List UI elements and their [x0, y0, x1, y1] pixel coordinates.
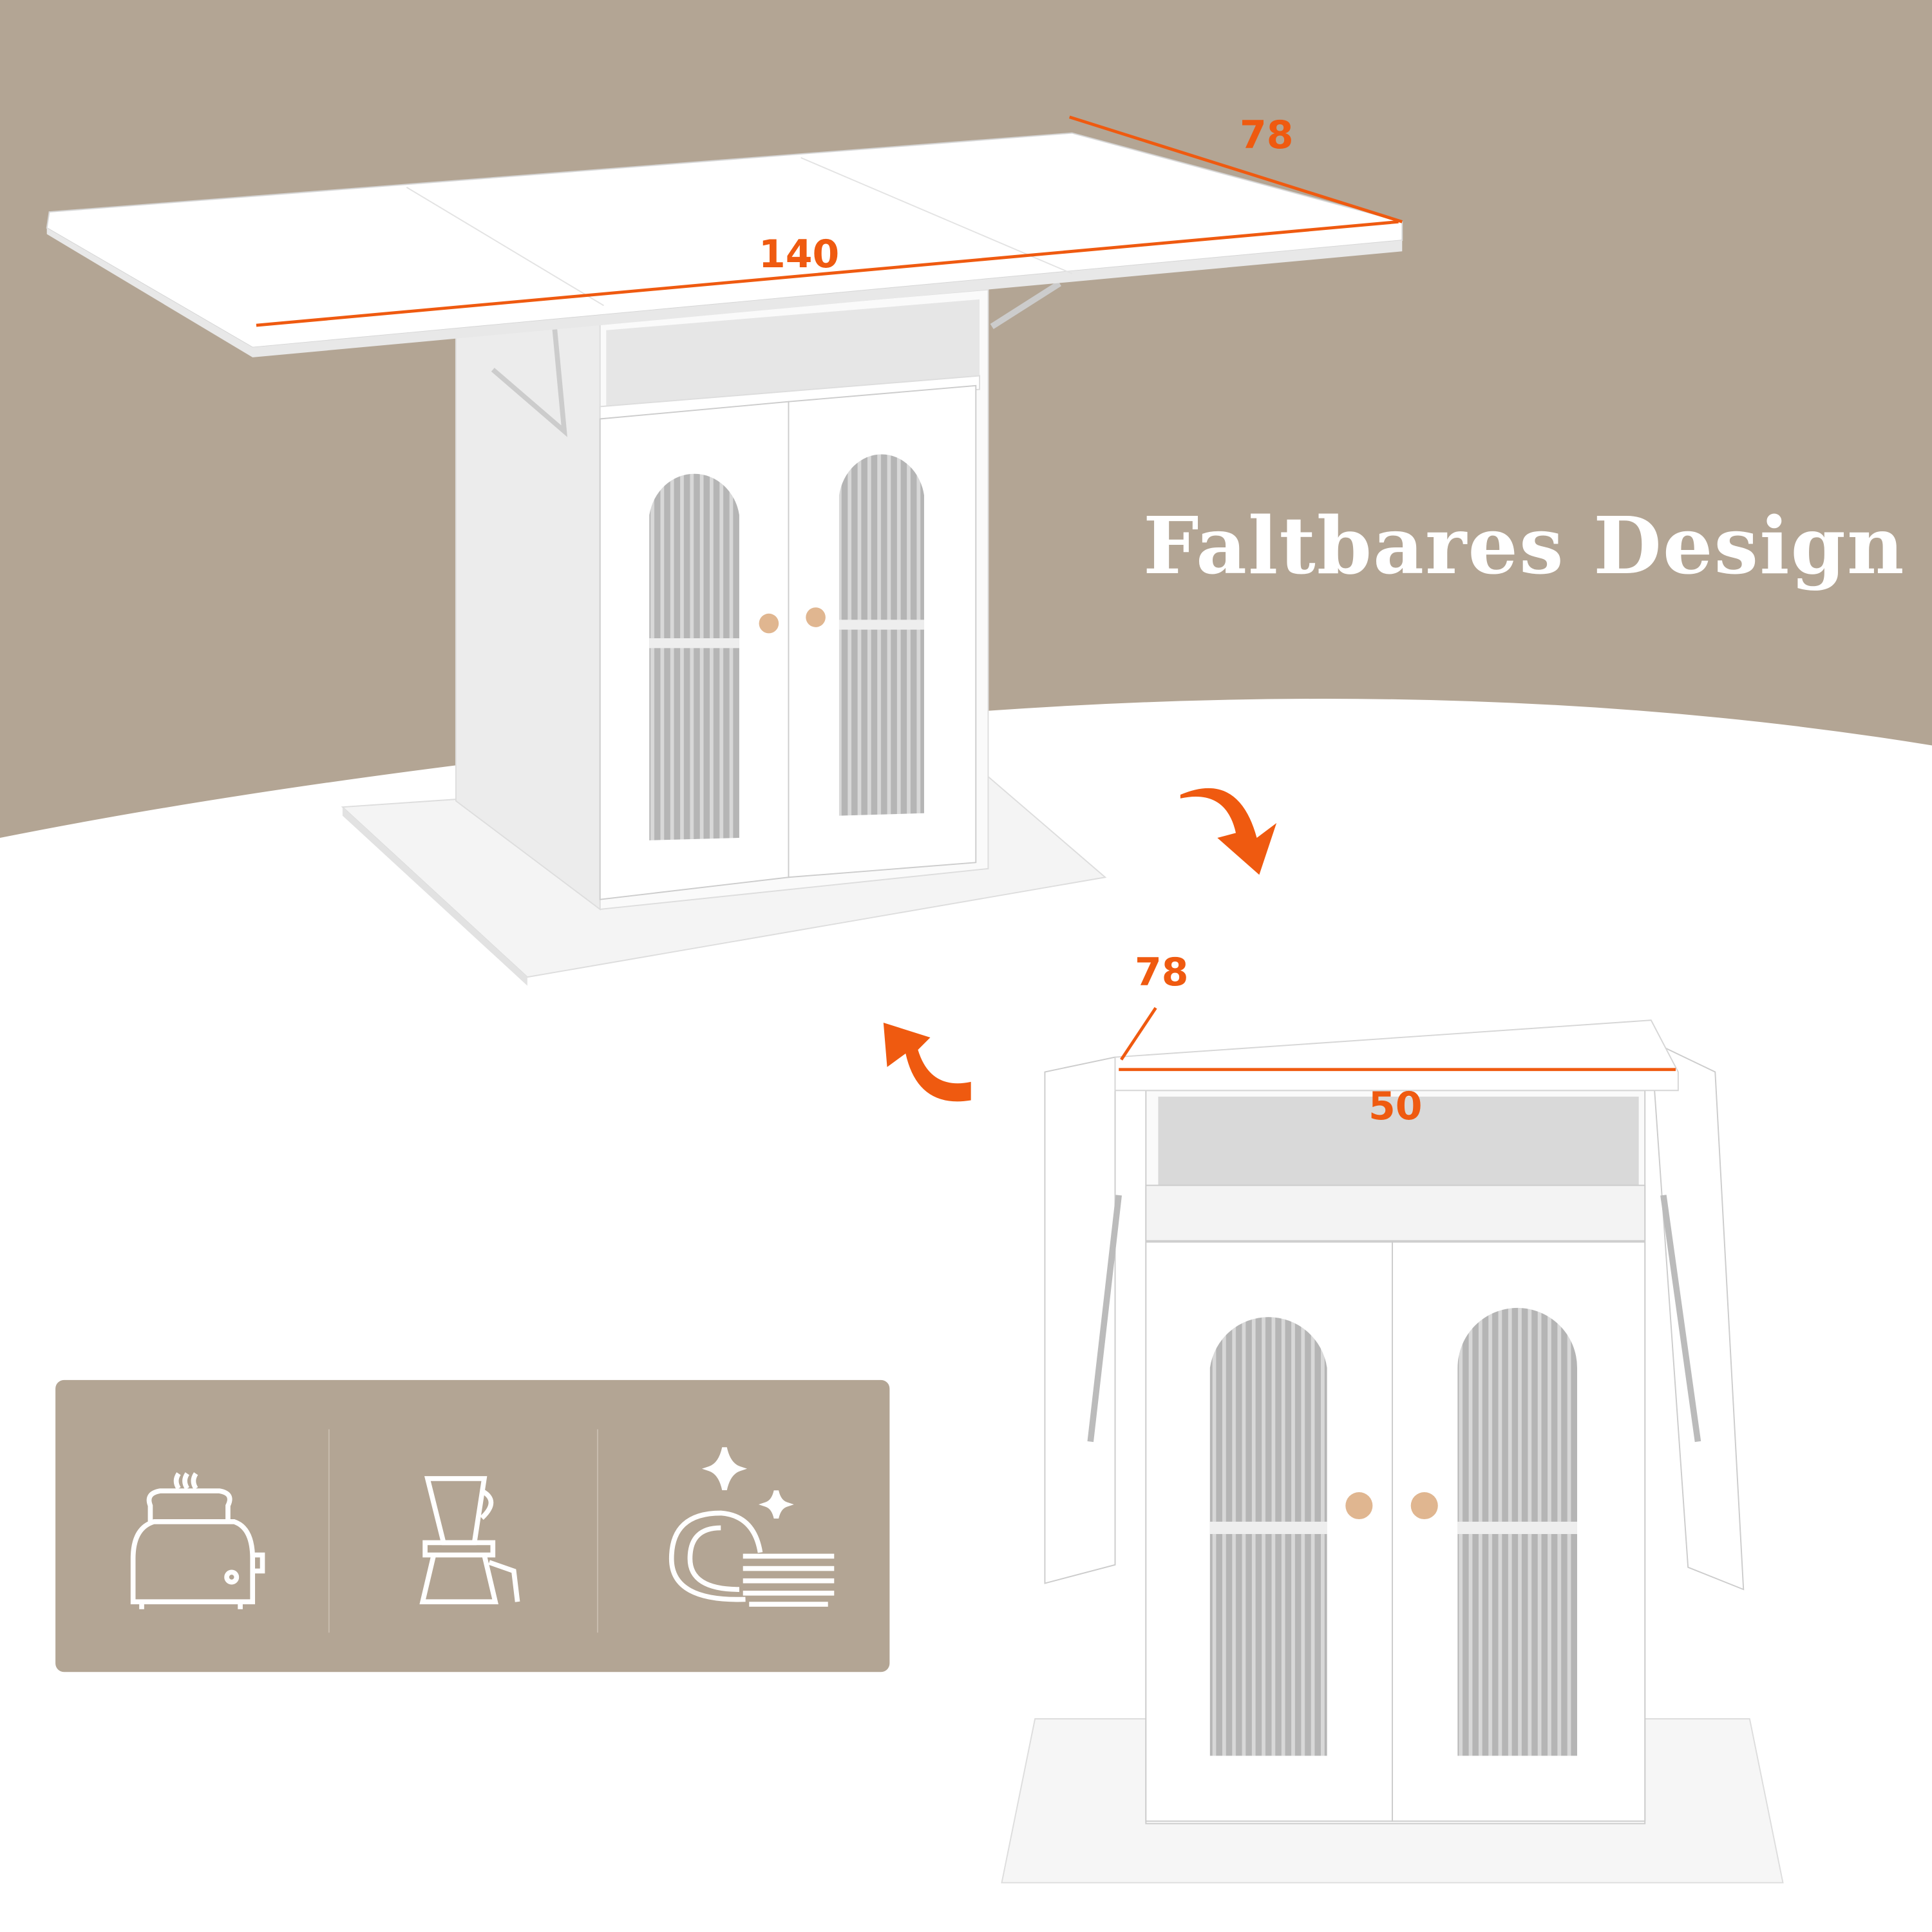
headline: Faltbares Design [1143, 499, 1906, 592]
knob [759, 613, 779, 634]
expanded-table [46, 115, 1403, 986]
arrow-fold-icon [1180, 788, 1277, 875]
dimension-line-folded-depth [1120, 1007, 1157, 1061]
clean-dishes-icon [668, 1447, 835, 1607]
dimension-line-depth [1068, 115, 1403, 223]
coffee-maker-icon [419, 1476, 520, 1605]
knob [1345, 1492, 1373, 1520]
dimension-expanded-length: 140 [759, 232, 840, 277]
dimension-folded-depth: 78 [1135, 950, 1189, 995]
dimension-expanded-depth: 78 [1240, 113, 1294, 158]
feature-icon-panel [55, 1379, 890, 1672]
folded-table [1001, 1007, 1784, 1884]
toaster-icon [130, 1472, 265, 1609]
dimension-line-length [256, 220, 1399, 327]
knob [806, 607, 826, 627]
dimension-folded-width: 50 [1368, 1084, 1423, 1129]
arrow-unfold-icon [883, 1023, 971, 1102]
knob [1410, 1492, 1438, 1520]
